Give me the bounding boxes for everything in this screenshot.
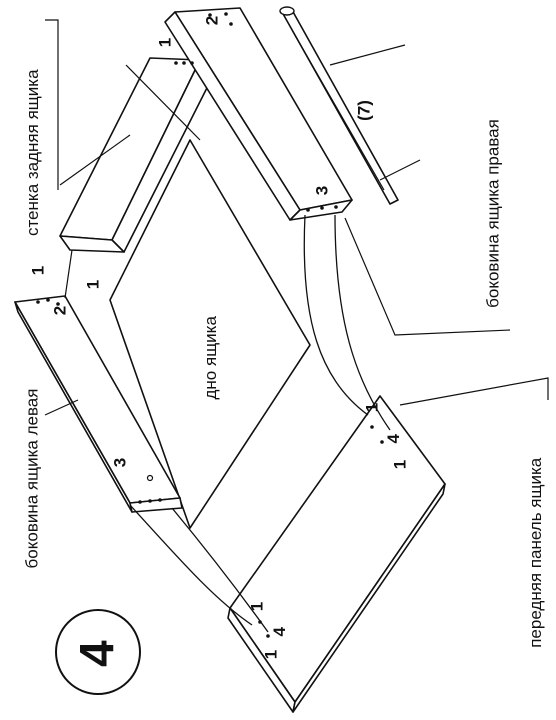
front-panel bbox=[227, 395, 446, 713]
marker-1: 1 bbox=[363, 403, 382, 412]
marker-2: 2 bbox=[51, 306, 70, 315]
step-number-badge: 4 bbox=[55, 609, 141, 695]
marker-3: 3 bbox=[313, 186, 332, 195]
bottom-label: дно ящика bbox=[201, 316, 220, 400]
marker-1: 1 bbox=[248, 602, 267, 611]
dowel-holes bbox=[36, 12, 384, 638]
drawer-bottom bbox=[109, 139, 311, 529]
leader-lines bbox=[44, 19, 549, 416]
left-side-label: боковина ящика левая bbox=[23, 389, 42, 569]
marker-3: 3 bbox=[111, 458, 130, 467]
left-side-panel bbox=[14, 295, 183, 513]
marker-1: 1 bbox=[84, 280, 103, 289]
right-side-label: боковина ящика правая bbox=[484, 119, 503, 308]
marker-2: 2 bbox=[203, 16, 222, 25]
right-side-panel bbox=[164, 7, 353, 221]
marker-1: 1 bbox=[156, 38, 175, 47]
connection-markers: 1 2 1 2 1 3 3 1 4 1 1 4 1 bbox=[29, 16, 410, 659]
back-wall-label: стенка задняя ящика bbox=[23, 69, 42, 236]
marker-4: 4 bbox=[384, 434, 403, 444]
marker-1: 1 bbox=[29, 266, 48, 275]
marker-4: 4 bbox=[270, 627, 289, 637]
step-number: 4 bbox=[72, 640, 125, 667]
front-panel-label: передняя панель ящика bbox=[526, 457, 545, 648]
part-reference-label: (7) bbox=[355, 100, 374, 121]
marker-1: 1 bbox=[262, 650, 281, 659]
marker-1: 1 bbox=[391, 460, 410, 469]
drawer-runner bbox=[279, 6, 399, 205]
